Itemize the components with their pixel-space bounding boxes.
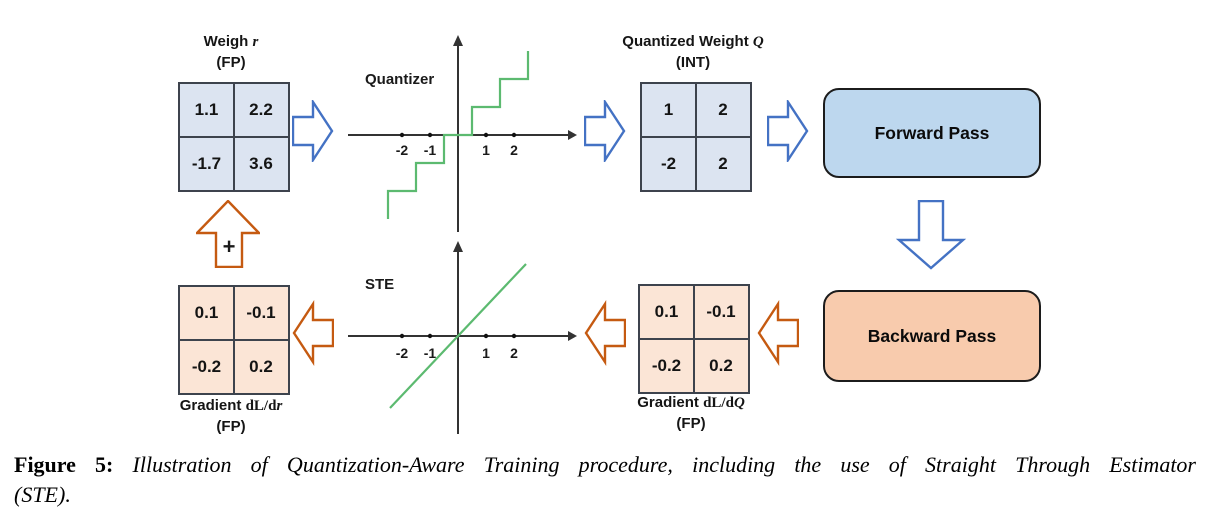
matrix-cell: 2.2: [234, 84, 288, 136]
matrix-cell: 1.1: [180, 84, 233, 136]
grad-r-title-text: Gradient: [179, 397, 246, 414]
x-axis-arrowhead-icon: [568, 331, 577, 341]
grad-r-subtitle: (FP): [216, 417, 246, 435]
caption-text: Illustration of Quantization-Aware Train…: [132, 452, 1196, 477]
caption-label: Figure 5:: [14, 452, 114, 477]
matrix-cell: -2: [642, 137, 695, 190]
caption-line1: Figure 5: Illustration of Quantization-A…: [14, 450, 1196, 480]
tick-dot: [483, 132, 489, 138]
up-arrow-plus-icon: +: [196, 200, 260, 268]
quantizer-plot: Quantizer -2 -1 1 2: [348, 35, 577, 232]
y-axis-arrowhead-icon: [453, 241, 463, 252]
matrix-cell: -0.2: [180, 340, 233, 393]
grad-q-title-text: Gradient: [637, 394, 704, 411]
tick-label: 1: [482, 345, 490, 361]
x-axis-arrowhead-icon: [568, 130, 577, 140]
identity-curve: [389, 263, 527, 409]
down-arrow-icon: [895, 200, 967, 270]
caption-line2: (STE).: [14, 482, 71, 507]
quantized-weight-matrix: 1 2 -2 2: [640, 82, 752, 192]
matrix-cell: 0.1: [640, 286, 693, 338]
quantizer-label: Quantizer: [365, 71, 434, 88]
ste-label: STE: [365, 276, 394, 293]
matrix-cell: 0.1: [180, 287, 233, 339]
forward-pass-label: Forward Pass: [874, 122, 990, 143]
figure-caption: Figure 5: Illustration of Quantization-A…: [14, 450, 1196, 510]
tick-label: -2: [396, 142, 409, 158]
tick-label: 2: [510, 142, 518, 158]
matrix-cell: -0.1: [234, 287, 288, 339]
forward-pass-box: Forward Pass: [823, 88, 1041, 178]
tick-label: -1: [424, 345, 437, 361]
tick-dot: [483, 333, 489, 339]
matrix-cell: 3.6: [234, 137, 288, 190]
grad-r-matrix-title: Gradient dL/dr (FP): [179, 397, 283, 435]
backward-pass-box: Backward Pass: [823, 290, 1041, 382]
left-arrow-icon: [757, 300, 799, 366]
grad-q-matrix: 0.1 -0.1 -0.2 0.2: [638, 284, 750, 394]
plus-sign: +: [223, 234, 236, 259]
tick-dot: [511, 333, 517, 339]
y-axis-arrowhead-icon: [453, 35, 463, 46]
right-arrow-icon: [767, 100, 809, 162]
tick-dot: [427, 333, 433, 339]
weight-matrix-subtitle: (FP): [216, 53, 246, 71]
weight-matrix: 1.1 2.2 -1.7 3.6: [178, 82, 290, 192]
matrix-cell: 2: [696, 137, 750, 190]
tick-dot: [427, 132, 433, 138]
tick-label: -1: [424, 142, 437, 158]
weight-matrix-title: Weigh r (FP): [203, 33, 259, 71]
quantized-matrix-title: Quantized Weight Q (INT): [622, 33, 764, 71]
matrix-cell: -0.1: [694, 286, 748, 338]
grad-q-matrix-title: Gradient dL/dQ (FP): [637, 394, 745, 432]
tick-label: 2: [510, 345, 518, 361]
matrix-cell: -1.7: [180, 137, 233, 190]
left-arrow-icon: [584, 300, 626, 366]
right-arrow-icon: [292, 100, 334, 162]
staircase-curve: [386, 51, 530, 219]
left-arrow-icon: [292, 300, 334, 366]
tick-label: 1: [482, 142, 490, 158]
tick-dot: [511, 132, 517, 138]
matrix-cell: 0.2: [694, 339, 748, 392]
grad-r-matrix: 0.1 -0.1 -0.2 0.2: [178, 285, 290, 395]
backward-pass-label: Backward Pass: [867, 325, 997, 346]
tick-dot: [399, 132, 405, 138]
matrix-cell: 1: [642, 84, 695, 136]
grad-q-subtitle: (FP): [676, 414, 706, 432]
tick-label: -2: [396, 345, 409, 361]
weight-matrix-title-text: Weigh: [203, 33, 253, 50]
right-arrow-icon: [584, 100, 626, 162]
matrix-cell: -0.2: [640, 339, 693, 392]
quantized-matrix-subtitle: (INT): [675, 53, 711, 71]
quantized-matrix-title-text: Quantized Weight: [622, 33, 753, 50]
tick-dot: [399, 333, 405, 339]
matrix-cell: 0.2: [234, 340, 288, 393]
matrix-cell: 2: [696, 84, 750, 136]
ste-plot: STE -2 -1 1 2: [348, 241, 577, 434]
